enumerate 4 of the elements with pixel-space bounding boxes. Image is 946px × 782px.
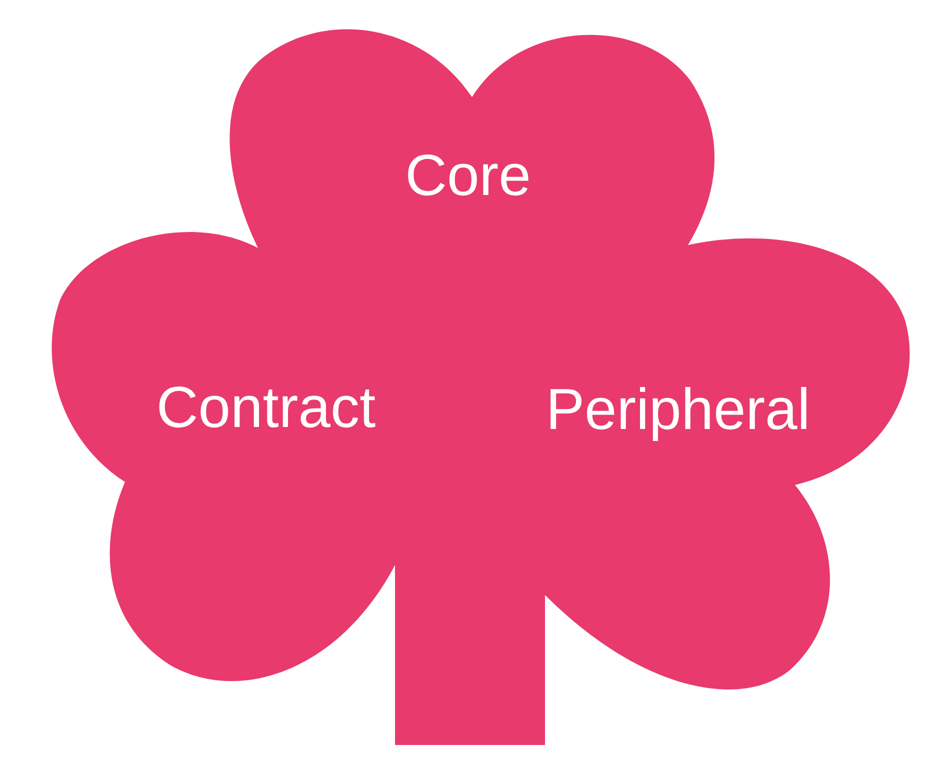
shamrock-shape: [51, 29, 910, 745]
leaf-label: Contract: [156, 379, 376, 437]
leaf-label: Peripheral: [546, 381, 810, 439]
leaf-label: Core: [405, 147, 531, 205]
